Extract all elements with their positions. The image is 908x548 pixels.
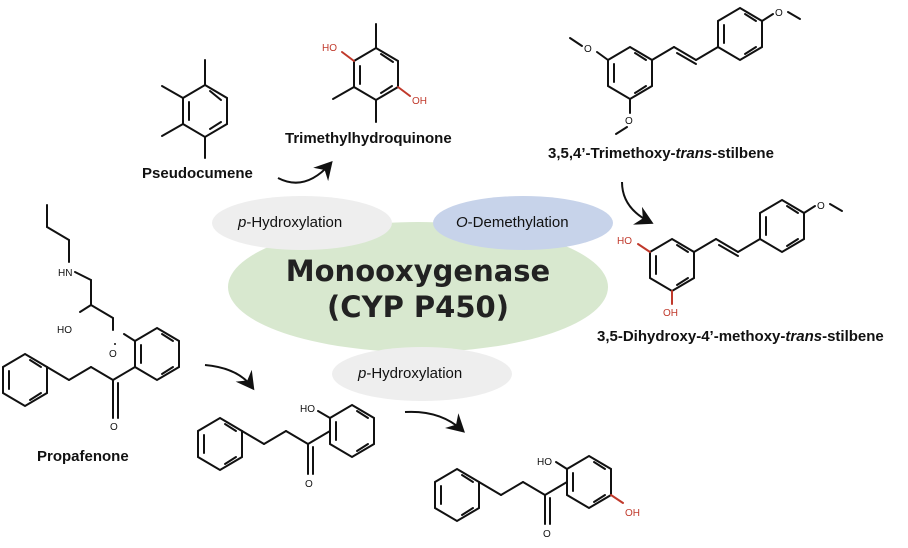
stilbene-o-label-2: O: [625, 116, 633, 127]
trimethylhydroquinone-label: Trimethylhydroquinone: [285, 130, 452, 147]
arrow-stilbene-demethylation: [621, 181, 654, 225]
dihydroxy-oh-label: OH: [663, 308, 678, 319]
propafenone-label: Propafenone: [37, 448, 129, 465]
propafenone-ho-label: HO: [57, 325, 72, 336]
monooxygenase-title-line2: (CYP P450): [327, 290, 509, 324]
o-demethylation-label: O-Demethylation: [456, 214, 569, 231]
monooxygenase-title-line1: Monooxygenase: [285, 254, 551, 288]
dihydroxy-stilbene-italic: trans: [785, 328, 823, 345]
trimethoxy-stilbene-italic: trans: [675, 145, 713, 162]
propafenone-structure: [1, 204, 180, 419]
o-demethylation-pill: [433, 196, 613, 250]
trimethoxy-stilbene-label: 3,5,4’-Trimethoxy-trans-stilbene: [548, 145, 774, 162]
intermediate-structure: [197, 403, 375, 475]
monooxygenase-title: Monooxygenase (CYP P450): [268, 253, 568, 325]
p-hydroxylation-rest-2: -Hydroxylation: [366, 365, 463, 382]
dihydroxy-ho-label: HO: [617, 236, 632, 247]
trimethylhydroquinone-structure: [332, 23, 411, 123]
p-hydroxylation-italic-2: p: [358, 365, 367, 382]
dihydroxy-stilbene-post: -stilbene: [822, 328, 884, 345]
monooxygenase-ellipse: [228, 222, 608, 352]
tmhq-oh-label: OH: [412, 96, 427, 107]
pseudocumene-label: Pseudocumene: [142, 165, 253, 182]
propafenone-carbonyl-o-label: O: [110, 422, 118, 433]
arrow-pseudocumene-to-tmhq: [277, 161, 333, 184]
stilbene-o-label-1: O: [584, 44, 592, 55]
trimethoxy-stilbene-pre: 3,5,4’-Trimethoxy-: [548, 145, 676, 162]
trimethoxy-stilbene-structure: [569, 6, 801, 135]
arrow-intermediate-to-product: [404, 410, 465, 433]
o-demethylation-rest: -Demethylation: [467, 214, 569, 231]
propafenone-ether-o-label: O: [109, 349, 117, 360]
p-hydroxylation-label-2: p-Hydroxylation: [358, 365, 462, 382]
p-hydroxylation-pill-2: [332, 347, 512, 401]
o-demethylation-italic: O: [456, 214, 468, 231]
product-structure: [434, 454, 624, 525]
p-hydroxylation-pill-1: [212, 196, 392, 250]
p-hydroxylation-label-1: p-Hydroxylation: [238, 214, 342, 231]
dihydroxy-stilbene-label: 3,5-Dihydroxy-4’-methoxy-trans-stilbene: [597, 328, 884, 345]
intermediate-carbonyl-o-label: O: [305, 479, 313, 490]
stilbene-o-label-3: O: [775, 8, 783, 19]
trimethoxy-stilbene-post: -stilbene: [712, 145, 774, 162]
product-ho-label: HO: [537, 457, 552, 468]
p-hydroxylation-rest-1: -Hydroxylation: [246, 214, 343, 231]
tmhq-ho-label: HO: [322, 43, 337, 54]
propafenone-nh-label: HN: [58, 268, 72, 279]
dihydroxy-o-label: O: [817, 201, 825, 212]
p-hydroxylation-italic-1: p: [238, 214, 247, 231]
product-oh-label: OH: [625, 508, 640, 519]
dihydroxy-stilbene-structure: [637, 198, 843, 305]
arrow-propafenone-to-intermediate: [204, 364, 255, 391]
dihydroxy-stilbene-pre: 3,5-Dihydroxy-4’-methoxy-: [597, 328, 786, 345]
product-carbonyl-o-label: O: [543, 529, 551, 540]
intermediate-ho-label: HO: [300, 404, 315, 415]
pseudocumene-structure: [161, 59, 228, 159]
